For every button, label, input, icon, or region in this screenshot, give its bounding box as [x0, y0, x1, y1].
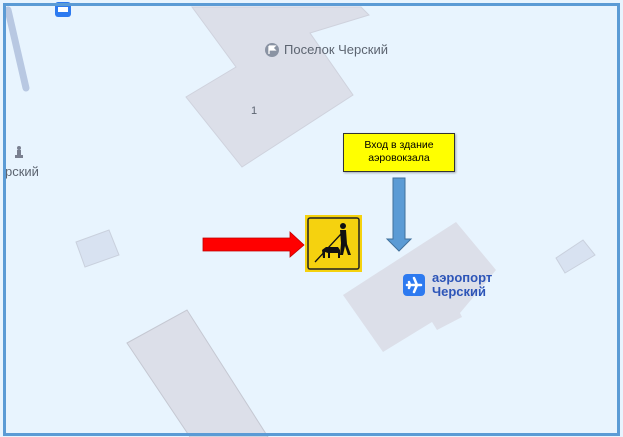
blue-arrow-icon [385, 177, 413, 252]
flag-icon [265, 43, 279, 57]
airport-label-line2: Черский [432, 284, 487, 299]
callout-line1: Вход в здание [364, 139, 434, 151]
building-small-left[interactable] [75, 229, 120, 268]
road [4, 6, 30, 92]
airplane-icon[interactable] [403, 274, 425, 296]
building-number-label: 1 [251, 105, 258, 117]
entrance-callout: Вход в здание аэровокзала [343, 133, 455, 172]
callout-line2: аэровокзала [368, 152, 430, 164]
building-1[interactable] [185, 6, 370, 168]
red-arrow-icon [202, 231, 305, 258]
airport-label-line1: аэропорт [432, 270, 493, 285]
partial-place-label[interactable]: рский [5, 164, 39, 179]
settlement-label[interactable]: Поселок Черский [284, 42, 388, 57]
monument-icon [15, 146, 23, 158]
building-bottom[interactable] [126, 309, 269, 437]
building-small-right[interactable] [555, 239, 596, 274]
transit-icon[interactable] [55, 2, 71, 17]
blind-pedestrian-sign-icon [305, 215, 362, 272]
airport-label[interactable]: аэропорт Черский [432, 271, 492, 299]
